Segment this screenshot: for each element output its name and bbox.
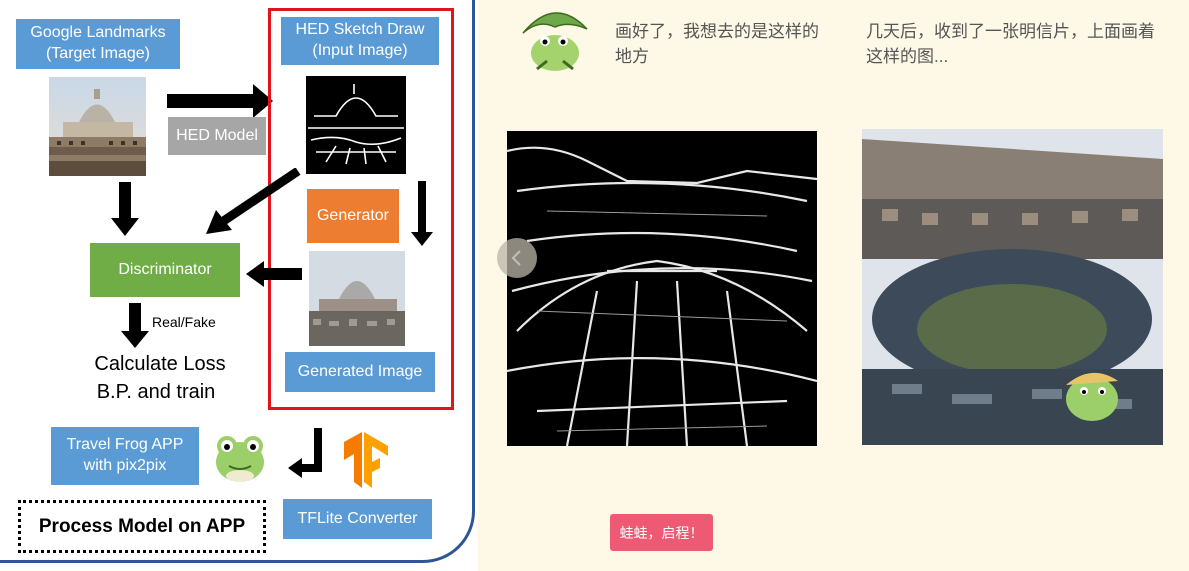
frog-icon [216,436,264,482]
tflite-converter-label: TFLite Converter [283,499,432,539]
arrow-sketch-to-discriminator [206,168,301,234]
generated-image-thumb [309,251,405,346]
caption-left: 画好了，我想去的是这样的地方 [615,22,819,66]
arrow-converter-to-app [288,428,322,478]
carousel-prev-button[interactable] [497,238,537,278]
bp-train-text: B.P. and train [96,381,216,403]
arrow-to-loss [121,303,149,348]
hed-sketch-label: HED Sketch Draw (Input Image) [281,17,439,65]
target-landmark-photo [49,77,146,176]
input-sketch-image [306,76,406,174]
start-journey-button[interactable]: 蛙蛙，启程！ [610,514,713,551]
sketch-input-large [507,131,817,446]
generator-block: Generator [307,189,399,243]
chevron-left-icon [511,250,521,266]
generator-highlight-frame [268,8,454,410]
pipeline-diagram-panel: Google Landmarks (Target Image) HED Mode… [0,0,478,571]
caption-right: 几天后，收到了一张明信片，上面画着这样的图... [866,22,1155,66]
panel-border [0,0,475,563]
travel-frog-app-label: Travel Frog APP with pix2pix [51,427,199,485]
process-model-box: Process Model on APP [18,500,266,553]
generated-postcard-image [862,129,1163,445]
tensorflow-logo-icon [344,432,388,488]
arrow-to-sketch [167,84,273,118]
real-fake-label: Real/Fake [152,314,216,330]
arrow-to-generated [411,181,433,246]
discriminator-block: Discriminator [90,243,240,297]
frog-avatar [522,12,588,71]
hed-model-label: HED Model [168,117,266,155]
google-landmarks-label: Google Landmarks (Target Image) [16,19,180,69]
arrow-to-discriminator [111,182,139,236]
calculate-loss-text: Calculate Loss [94,353,226,375]
generated-image-label: Generated Image [285,352,435,392]
arrow-generated-to-discriminator [246,261,302,287]
